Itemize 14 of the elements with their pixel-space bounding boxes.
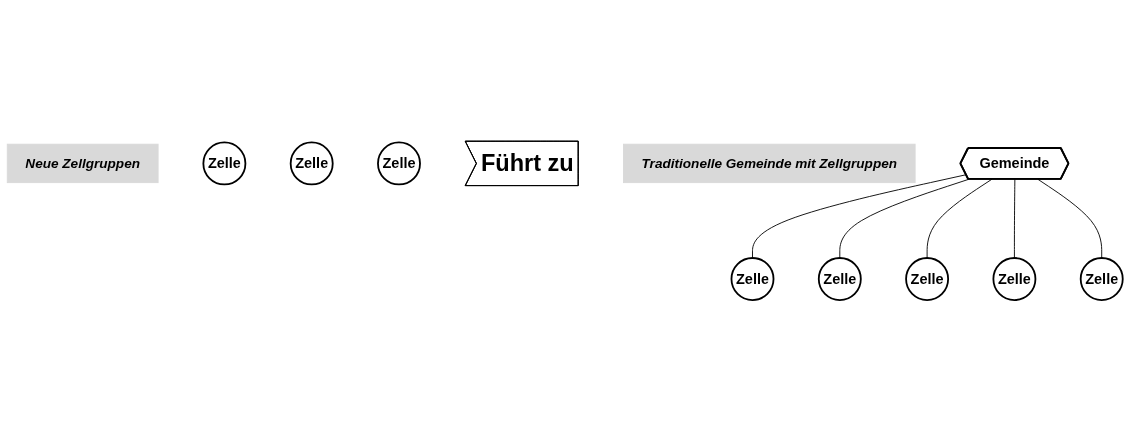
node-circle: Zelle (289, 141, 334, 186)
node-circle: Zelle (377, 141, 421, 186)
node-box: Neue Zellgruppen (6, 144, 159, 184)
node-circle: Zelle (992, 257, 1037, 302)
connector (926, 179, 993, 259)
connector (839, 179, 970, 259)
node-circle: Zelle (817, 257, 862, 302)
node-circle: Zelle (202, 141, 247, 186)
connector (1013, 179, 1016, 259)
node-circle: Zelle (730, 257, 775, 302)
connector (1037, 179, 1103, 259)
node-circle: Zelle (905, 257, 950, 302)
node-box: Traditionelle Gemeinde mit Zellgruppen (623, 144, 916, 184)
node-circle: Zelle (1079, 257, 1124, 302)
